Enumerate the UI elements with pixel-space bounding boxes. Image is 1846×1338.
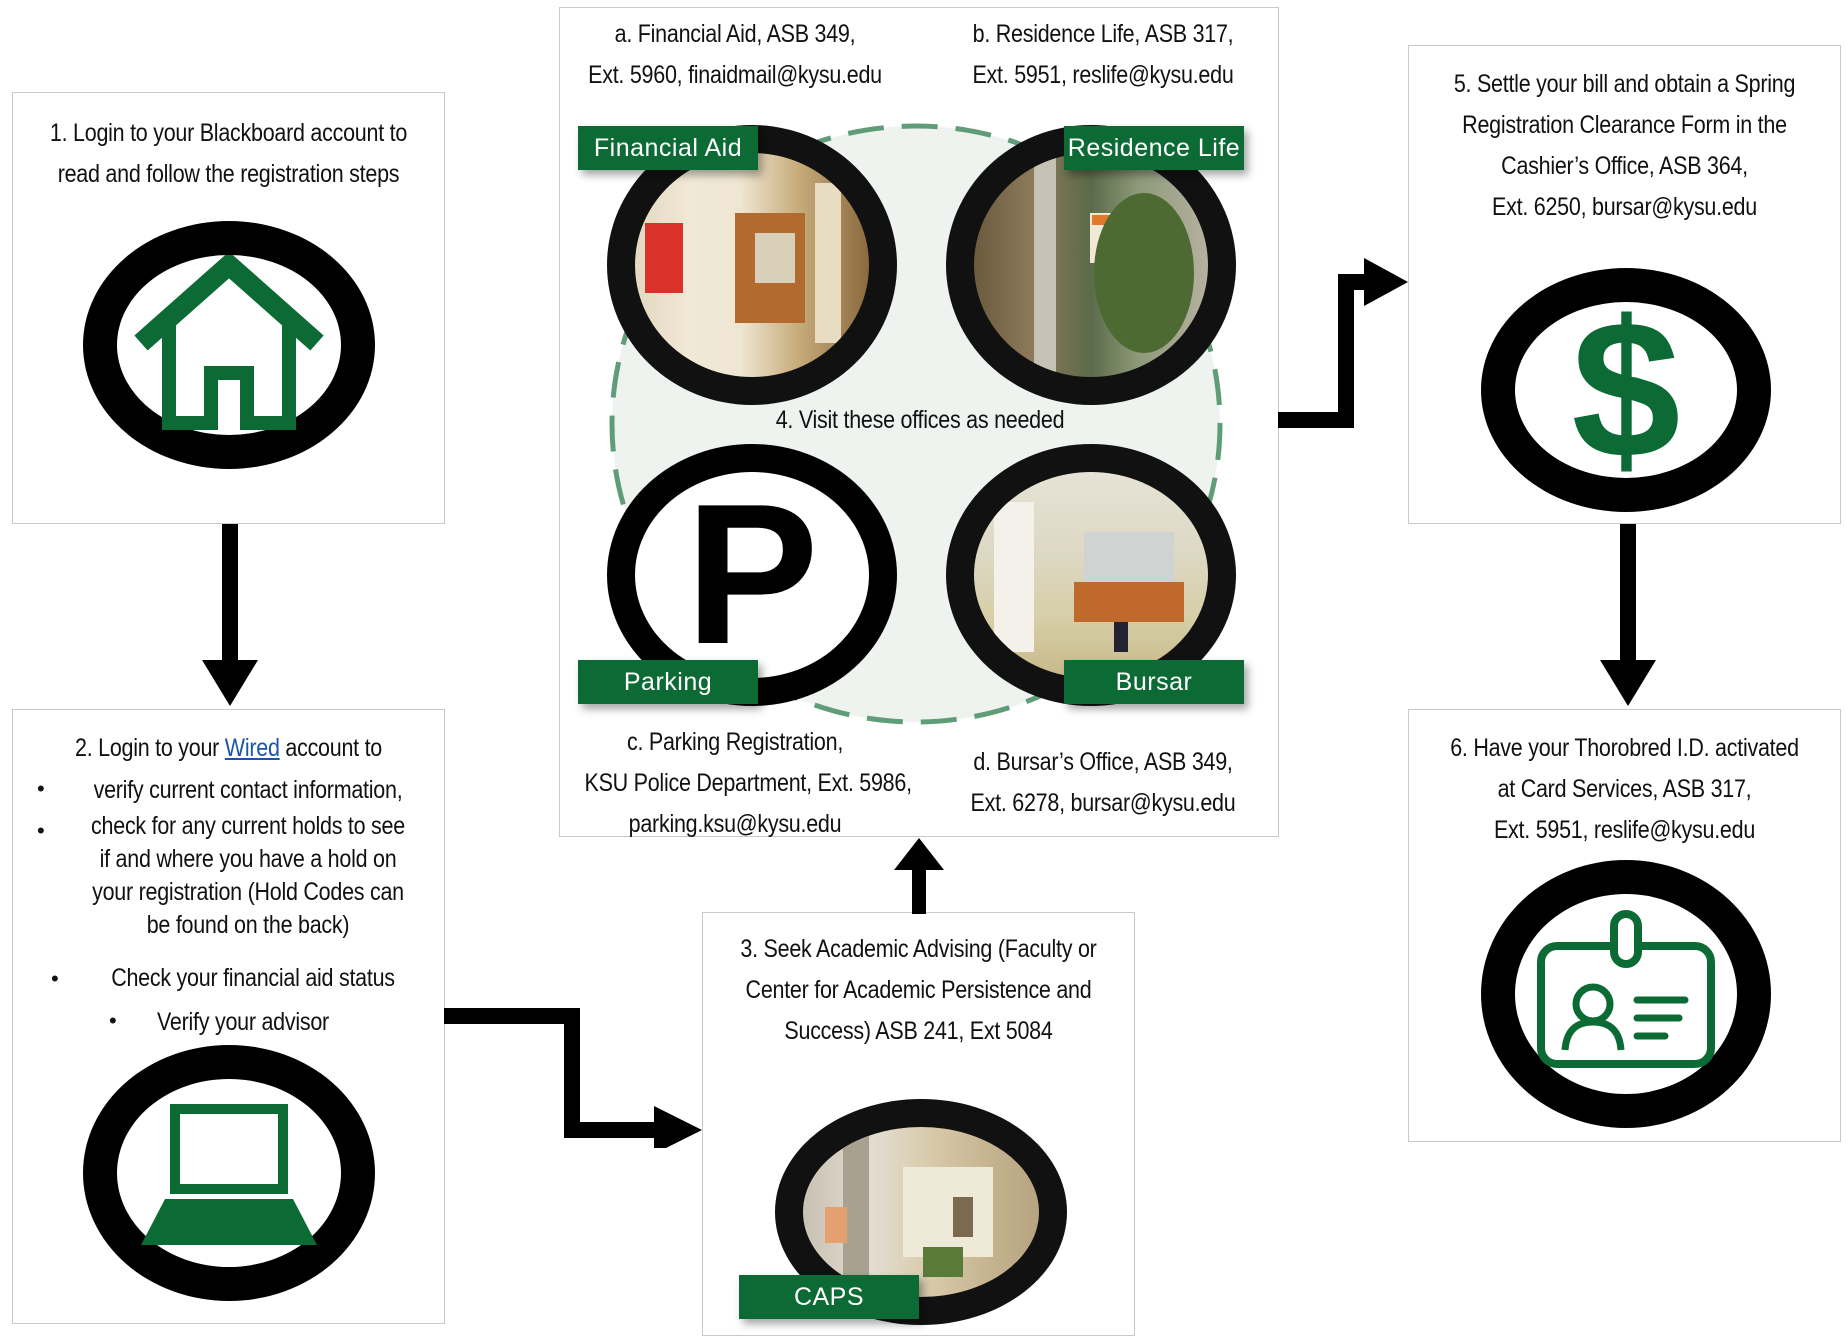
step5-line: 5. Settle your bill and obtain a Spring — [1453, 70, 1796, 98]
step2-item: Check your financial aid status — [90, 958, 417, 999]
step5-text: 5. Settle your bill and obtain a Spring … — [1439, 64, 1810, 228]
office-d-line: d. Bursar’s Office, ASB 349, — [973, 748, 1233, 776]
step2-item-text: verify current contact information, — [93, 776, 403, 804]
arrow-step3-to-step4 — [894, 838, 944, 914]
step1-ring — [83, 221, 375, 469]
step2-box: 2. Login to your Wired account to • veri… — [12, 709, 445, 1324]
offices-center-text: 4. Visit these offices as needed — [775, 406, 1065, 434]
step1-text: 1. Login to your Blackboard account to r… — [43, 113, 414, 195]
step2-intro-suffix: account to — [279, 734, 383, 762]
laptop-icon — [141, 1104, 317, 1245]
step2-item-text: Check your financial aid status — [111, 964, 395, 992]
bullet: • — [109, 1008, 117, 1033]
arrow-step1-to-step2 — [202, 524, 258, 706]
office-c-line: KSU Police Department, Ext. 5986, — [584, 769, 913, 797]
step3-line: Success) ASB 241, Ext 5084 — [784, 1017, 1053, 1045]
step2-item: check for any current holds to see if an… — [80, 810, 415, 942]
dollar-icon: $ — [1571, 280, 1681, 499]
office-b-line: Ext. 5951, reslife@kysu.edu — [972, 61, 1234, 89]
office-a-text: a. Financial Aid, ASB 349, Ext. 5960, fi… — [585, 14, 886, 96]
step2-item: Verify your advisor — [140, 1002, 346, 1043]
financial-aid-office-image — [645, 153, 841, 377]
step1-line: 1. Login to your Blackboard account to — [49, 119, 408, 147]
caps-office-image — [825, 1127, 993, 1297]
step3-box: 3. Seek Academic Advising (Faculty or Ce… — [702, 912, 1135, 1336]
step2-item-text: be found on the back) — [146, 911, 350, 939]
step2-intro: 2. Login to your Wired account to — [43, 728, 414, 769]
office-d-line: Ext. 6278, bursar@kysu.edu — [970, 789, 1236, 817]
step6-ring — [1481, 860, 1771, 1128]
arrow-step4-to-step5 — [1278, 258, 1408, 428]
step2-item-text: your registration (Hold Codes can — [92, 878, 404, 906]
bullet: • — [37, 776, 45, 801]
step5-line: Cashier’s Office, ASB 364, — [1501, 152, 1748, 180]
parking-icon: P — [685, 463, 819, 686]
step1-box: 1. Login to your Blackboard account to r… — [12, 92, 445, 524]
step6-box: 6. Have your Thorobred I.D. activated at… — [1408, 709, 1841, 1142]
office-c-text: c. Parking Registration, KSU Police Depa… — [584, 722, 913, 845]
office-c-line: c. Parking Registration, — [626, 728, 844, 756]
bursar-label: Bursar — [1064, 660, 1244, 704]
step5-line: Registration Clearance Form in the — [1462, 111, 1787, 139]
step3-line: Center for Academic Persistence and — [745, 976, 1092, 1004]
bullet: • — [51, 966, 59, 991]
step6-text: 6. Have your Thorobred I.D. activated at… — [1439, 728, 1810, 851]
step5-line: Ext. 6250, bursar@kysu.edu — [1492, 193, 1757, 221]
caps-label: CAPS — [739, 1275, 919, 1319]
step2-item-text: Verify your advisor — [157, 1008, 329, 1036]
id-badge-icon — [1537, 910, 1715, 1068]
office-b-text: b. Residence Life, ASB 317, Ext. 5951, r… — [953, 14, 1254, 96]
step2-item-text: check for any current holds to see — [91, 812, 405, 840]
step2-ring — [83, 1045, 375, 1301]
office-c-line: parking.ksu@kysu.edu — [628, 810, 842, 838]
step5-ring: $ — [1481, 268, 1771, 512]
step3-text: 3. Seek Academic Advising (Faculty or Ce… — [733, 929, 1104, 1052]
arrow-step2-to-step3 — [444, 1008, 702, 1148]
home-icon — [134, 255, 324, 430]
financial-aid-label: Financial Aid — [578, 126, 758, 170]
residence-life-office-image — [1034, 153, 1194, 377]
step2-item-text: if and where you have a hold on — [99, 845, 397, 873]
office-d-text: d. Bursar’s Office, ASB 349, Ext. 6278, … — [953, 742, 1254, 824]
step1-line: read and follow the registration steps — [57, 160, 400, 188]
step2-intro-line: 2. Login to your Wired account to — [43, 728, 414, 769]
step5-box: 5. Settle your bill and obtain a Spring … — [1408, 45, 1841, 524]
step2-intro-prefix: 2. Login to your — [74, 734, 225, 762]
step6-line: Ext. 5951, reslife@kysu.edu — [1493, 816, 1756, 844]
step3-line: 3. Seek Academic Advising (Faculty or — [740, 935, 1097, 963]
office-a-line: Ext. 5960, finaidmail@kysu.edu — [588, 61, 882, 89]
step2-item: verify current contact information, — [80, 770, 415, 811]
bursar-office-image — [994, 502, 1184, 652]
wired-link[interactable]: Wired — [224, 734, 280, 762]
step4-box: a. Financial Aid, ASB 349, Ext. 5960, fi… — [559, 7, 1279, 838]
office-b-line: b. Residence Life, ASB 317, — [972, 20, 1234, 48]
residence-life-label: Residence Life — [1064, 126, 1244, 170]
bullet: • — [37, 818, 45, 843]
arrow-step5-to-step6 — [1600, 524, 1656, 706]
step6-line: 6. Have your Thorobred I.D. activated — [1450, 734, 1799, 762]
parking-label: Parking — [578, 660, 758, 704]
office-a-line: a. Financial Aid, ASB 349, — [614, 20, 856, 48]
step6-line: at Card Services, ASB 317, — [1497, 775, 1752, 803]
